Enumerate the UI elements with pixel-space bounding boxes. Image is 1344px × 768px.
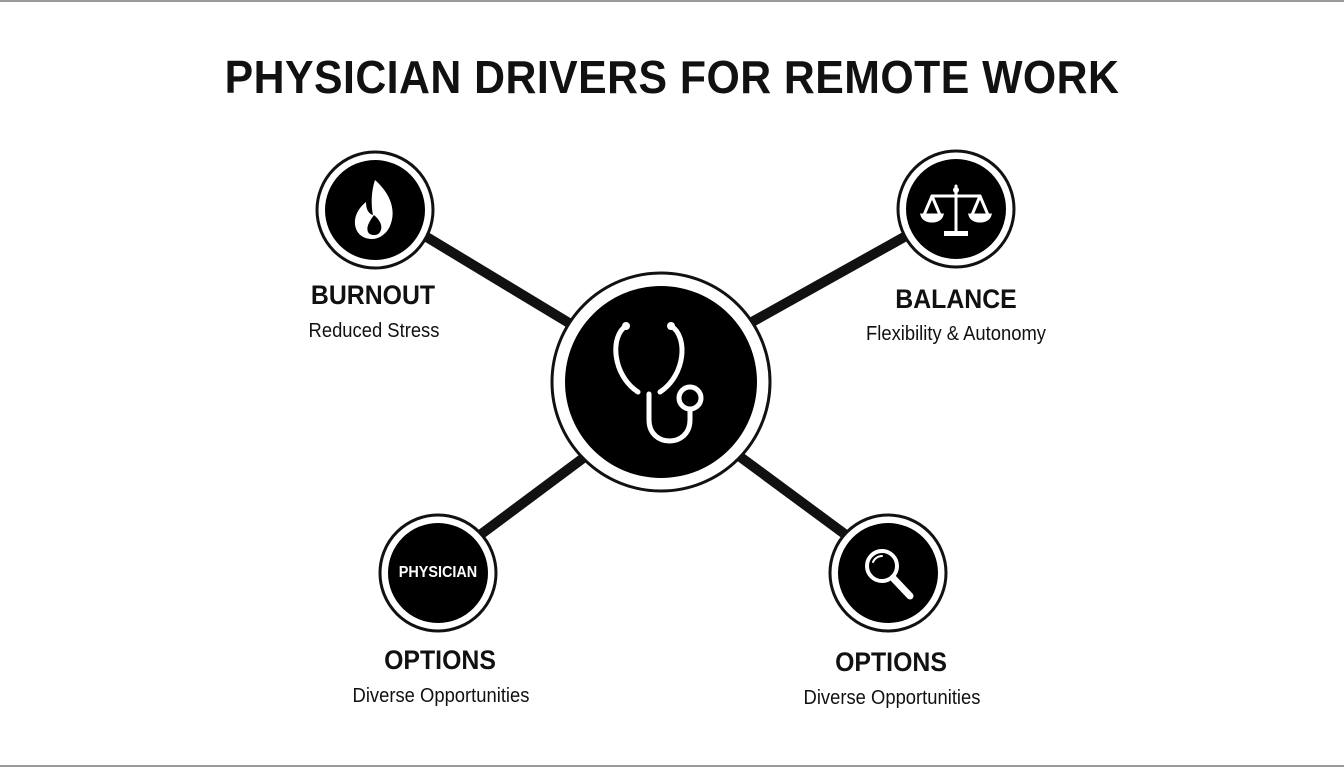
balance-subtext: Flexibility & Autonomy	[866, 323, 1046, 345]
top-rule	[0, 0, 1344, 2]
connector-burnout	[420, 231, 579, 331]
center-node	[550, 271, 772, 493]
physician-badge-text: PHYSICIAN	[398, 564, 478, 581]
bottom-rule	[0, 765, 1344, 767]
burnout-node	[315, 150, 435, 270]
burnout-heading: BURNOUT	[310, 280, 436, 310]
balance-node	[896, 149, 1016, 269]
options-right-subtext: Diverse Opportunities	[803, 687, 981, 709]
scales-icon	[920, 184, 992, 236]
options-left-subtext: Diverse Opportunities	[352, 685, 530, 707]
magnifier-icon	[865, 549, 914, 600]
stethoscope-icon	[613, 322, 704, 444]
options-left-node	[378, 513, 498, 633]
connector-options-right	[734, 451, 851, 540]
flame-icon	[354, 180, 393, 239]
burnout-subtext: Reduced Stress	[308, 320, 440, 342]
options-right-heading: OPTIONS	[835, 647, 947, 677]
options-left-heading: OPTIONS	[384, 645, 496, 675]
diagram-title: PHYSICIAN DRIVERS FOR REMOTE WORK	[224, 51, 1120, 103]
connector-options-left	[475, 451, 591, 540]
balance-heading: BALANCE	[895, 284, 1017, 314]
connector-balance	[747, 231, 911, 327]
options-right-node	[828, 513, 948, 633]
